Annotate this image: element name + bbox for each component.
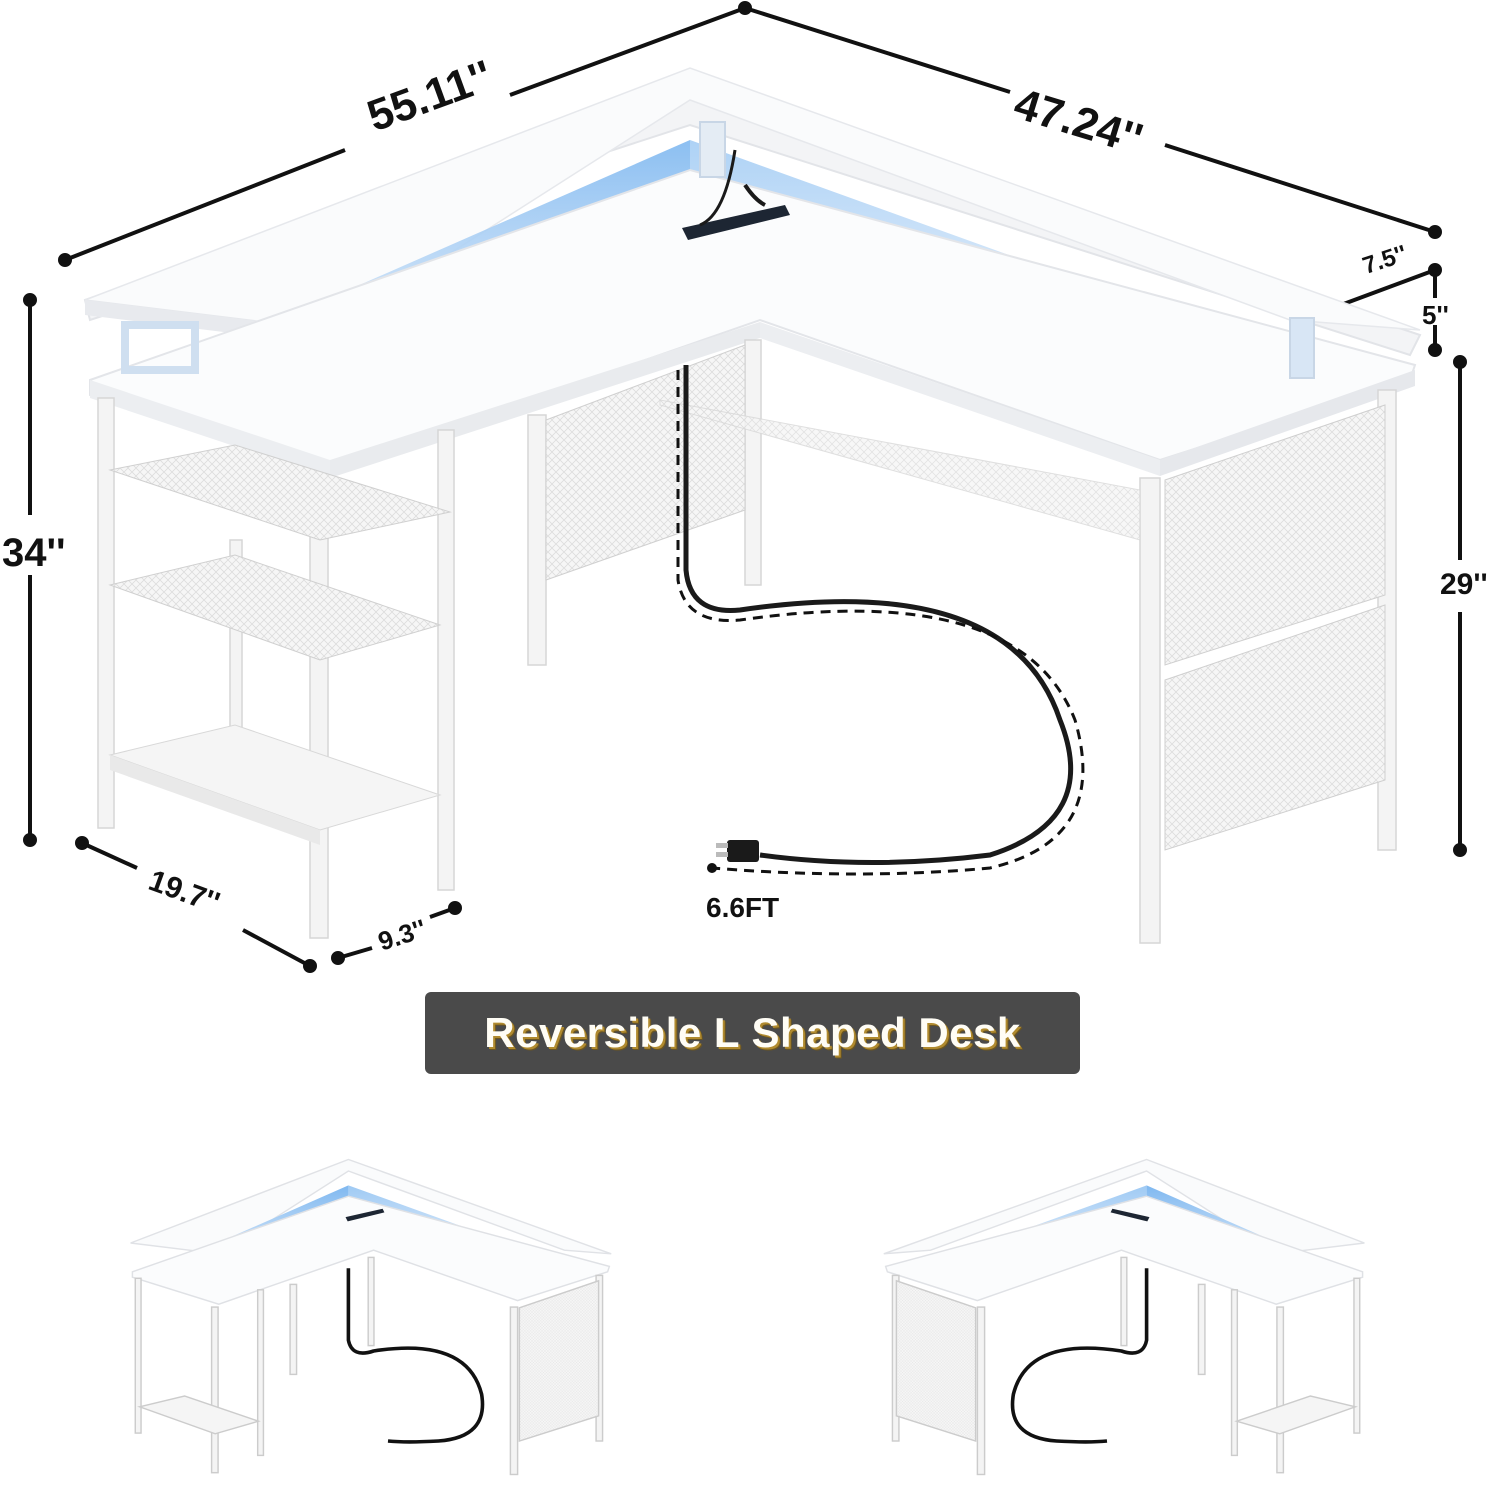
left-side-shelves (108, 444, 452, 845)
thumbnail-right-configuration (883, 1158, 1365, 1476)
dimension-overall-height: 34'' (2, 531, 66, 575)
riser-legs (121, 121, 1315, 379)
title-badge: Reversible L Shaped Desk (425, 992, 1080, 1074)
dimension-cable-length: 6.6FT (706, 892, 780, 923)
thumbnail-left-configuration (130, 1158, 612, 1476)
mesh-panels (545, 344, 1386, 851)
dimension-shelf-height: 5'' (1422, 300, 1449, 330)
product-title: Reversible L Shaped Desk (484, 1009, 1021, 1056)
power-cord (676, 365, 1085, 876)
dimension-desk-height: 29'' (1440, 568, 1488, 601)
power-strip (682, 149, 790, 240)
dimension-lines (23, 1, 1467, 973)
